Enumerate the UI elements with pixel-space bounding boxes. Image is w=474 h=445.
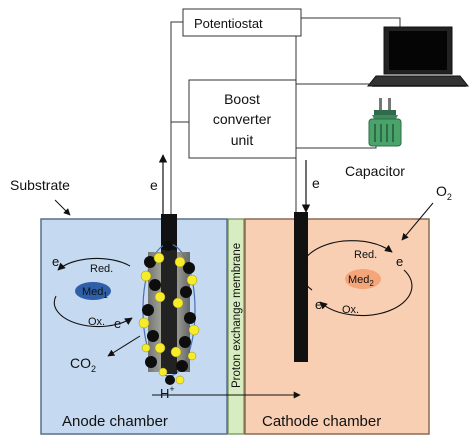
cathode-cycle-e-top: e (396, 254, 403, 269)
co2-label: CO2 (70, 355, 96, 374)
med2-ellipse (345, 269, 381, 289)
membrane-label: Proton exchange membrane (231, 243, 243, 388)
substrate-label: Substrate (10, 177, 70, 193)
co2-arrow (107, 335, 141, 357)
cathode-electrode (294, 212, 308, 362)
laptop-icon (366, 26, 470, 87)
proton-exchange-membrane (227, 218, 245, 435)
boost-converter-box (188, 79, 297, 159)
boost-label-line1: Boost (224, 91, 260, 107)
cathode-chamber-label: Cathode chamber (262, 413, 381, 430)
boost-label-line2: converter (213, 111, 272, 127)
potentiostat-label: Potentiostat (194, 16, 263, 31)
cathode-cycle-e-bottom: e (315, 297, 322, 312)
cathode-red-label: Red. (354, 249, 377, 261)
anode-red-label: Red. (90, 263, 113, 275)
cathode-mediator-cycle: Med2 Red. Ox. e e (300, 240, 413, 317)
substrate-arrow (54, 199, 71, 216)
bacteria-black (142, 241, 196, 385)
cathode-chamber (244, 218, 430, 435)
cathode-electron-label: e (312, 175, 320, 191)
o2-arrow (401, 202, 434, 241)
med1-label: Med1 (82, 286, 108, 300)
o2-label: O2 (436, 183, 452, 202)
anode-chamber-label: Anode chamber (62, 413, 168, 430)
potentiostat-box (182, 8, 302, 37)
anode-ox-label: Ox. (88, 316, 105, 328)
capacitor-icon (368, 98, 402, 147)
anode-cycle-e-bottom: e (114, 316, 121, 331)
anode-mediator-cycle: Med1 Red. Ox. e e (52, 254, 133, 331)
anode-cycle-e-top: e (52, 254, 59, 269)
med2-label: Med2 (348, 274, 374, 288)
boost-label-line3: unit (231, 132, 254, 148)
med1-ellipse (75, 282, 111, 300)
h-plus-label: H+ (160, 384, 175, 401)
anode-electron-label: e (150, 177, 158, 193)
cathode-ox-label: Ox. (342, 304, 359, 316)
bacteria-yellow (138, 252, 200, 385)
capacitor-label: Capacitor (345, 163, 405, 179)
anode-chamber (40, 218, 228, 435)
